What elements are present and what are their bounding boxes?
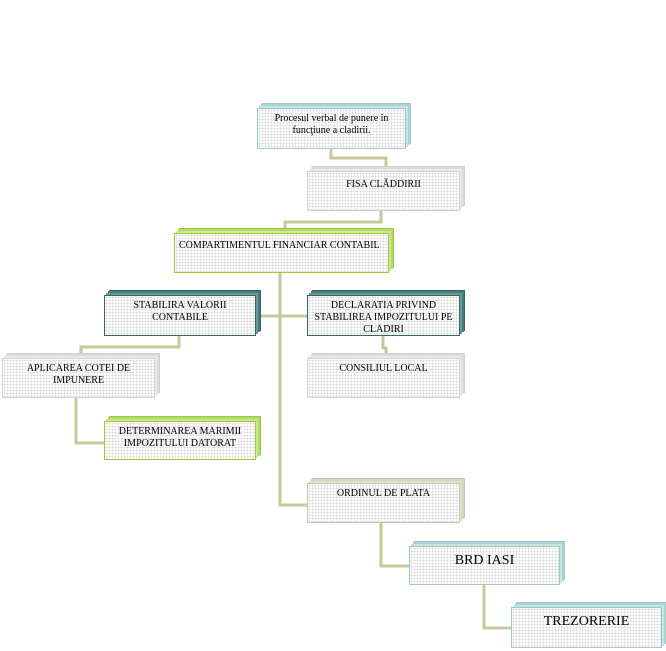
node-trezorerie: TREZORERIE bbox=[511, 607, 662, 648]
connector-fisa-compartiment bbox=[283, 211, 383, 232]
node-label: APLICAREA COTEI DE IMPUNERE bbox=[26, 363, 131, 386]
connector-ordinul-brd bbox=[379, 523, 409, 568]
connector-procesul-fisa bbox=[329, 149, 388, 170]
node-label: Procesul verbal de punere în funcţiune a… bbox=[274, 113, 389, 136]
node-label: STABILIRA VALORII CONTABILE bbox=[133, 300, 227, 323]
node-brd: BRD IASI bbox=[409, 546, 560, 585]
node-declaratia: DECLARATIA PRIVIND STABILIREA IMPOZITULU… bbox=[307, 295, 460, 336]
node-label: DECLARATIA PRIVIND STABILIREA IMPOZITULU… bbox=[314, 300, 453, 335]
node-label: ORDINUL DE PLATA bbox=[336, 488, 431, 499]
connector-brd-trezorerie bbox=[482, 585, 511, 630]
node-label: TREZORERIE bbox=[543, 614, 630, 629]
connector-compartiment-ordinul bbox=[278, 273, 307, 507]
node-label: BRD IASI bbox=[454, 553, 515, 568]
node-label: COMPARTIMENTUL FINANCIAR CONTABIL bbox=[179, 240, 380, 251]
node-determinarea: DETERMINAREA MARIMII IMPOZITULUI DATORAT bbox=[104, 421, 256, 460]
node-procesul: Procesul verbal de punere în funcţiune a… bbox=[257, 108, 406, 149]
connector-declaratia-consiliul bbox=[381, 336, 388, 357]
connector-stabilira-aplicarea bbox=[79, 336, 181, 357]
node-consiliul: CONSILIUL LOCAL bbox=[307, 358, 460, 398]
node-ordinul: ORDINUL DE PLATA bbox=[307, 483, 460, 523]
connector-aplicarea-determinarea bbox=[74, 398, 104, 445]
node-compartiment: COMPARTIMENTUL FINANCIAR CONTABIL bbox=[174, 233, 389, 273]
node-label: CONSILIUL LOCAL bbox=[339, 363, 428, 374]
node-label: DETERMINAREA MARIMII IMPOZITULUI DATORAT bbox=[118, 426, 242, 449]
node-label: FISA CLĂDDIRII bbox=[346, 179, 421, 190]
node-aplicarea: APLICAREA COTEI DE IMPUNERE bbox=[2, 358, 155, 398]
node-stabilira: STABILIRA VALORII CONTABILE bbox=[104, 295, 256, 336]
node-fisa: FISA CLĂDDIRII bbox=[307, 171, 460, 211]
